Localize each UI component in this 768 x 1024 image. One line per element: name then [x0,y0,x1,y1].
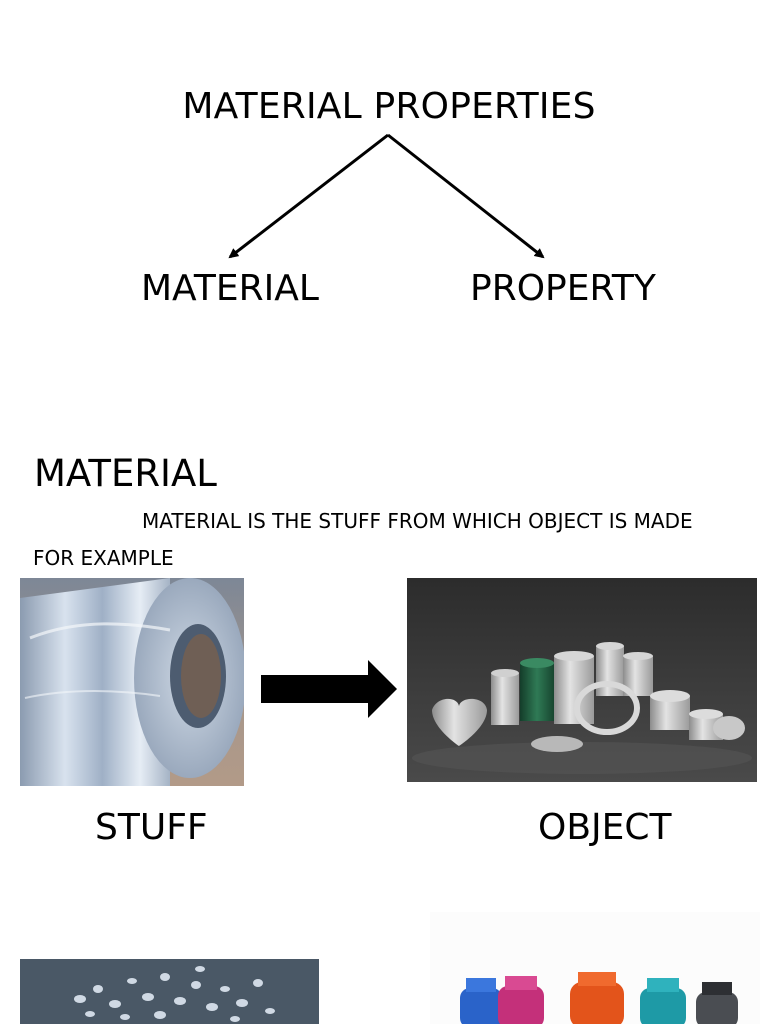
diagram-title: MATERIAL PROPERTIES [182,86,596,127]
plastic-pellets-image [20,959,319,1024]
metal-tins-image [407,578,757,782]
arrow-to-material [228,133,389,259]
arrow-to-property [387,133,545,259]
branch-property: PROPERTY [470,268,656,309]
definition-text: MATERIAL IS THE STUFF FROM WHICH OBJECT … [142,509,693,533]
object-caption: OBJECT [538,807,672,848]
plastic-bottles-image [430,912,760,1024]
stuff-caption: STUFF [95,807,208,848]
steel-coil-image [20,578,244,786]
section-heading: MATERIAL [34,452,217,495]
branch-material: MATERIAL [141,268,319,309]
example-label: FOR EXAMPLE [33,546,174,570]
